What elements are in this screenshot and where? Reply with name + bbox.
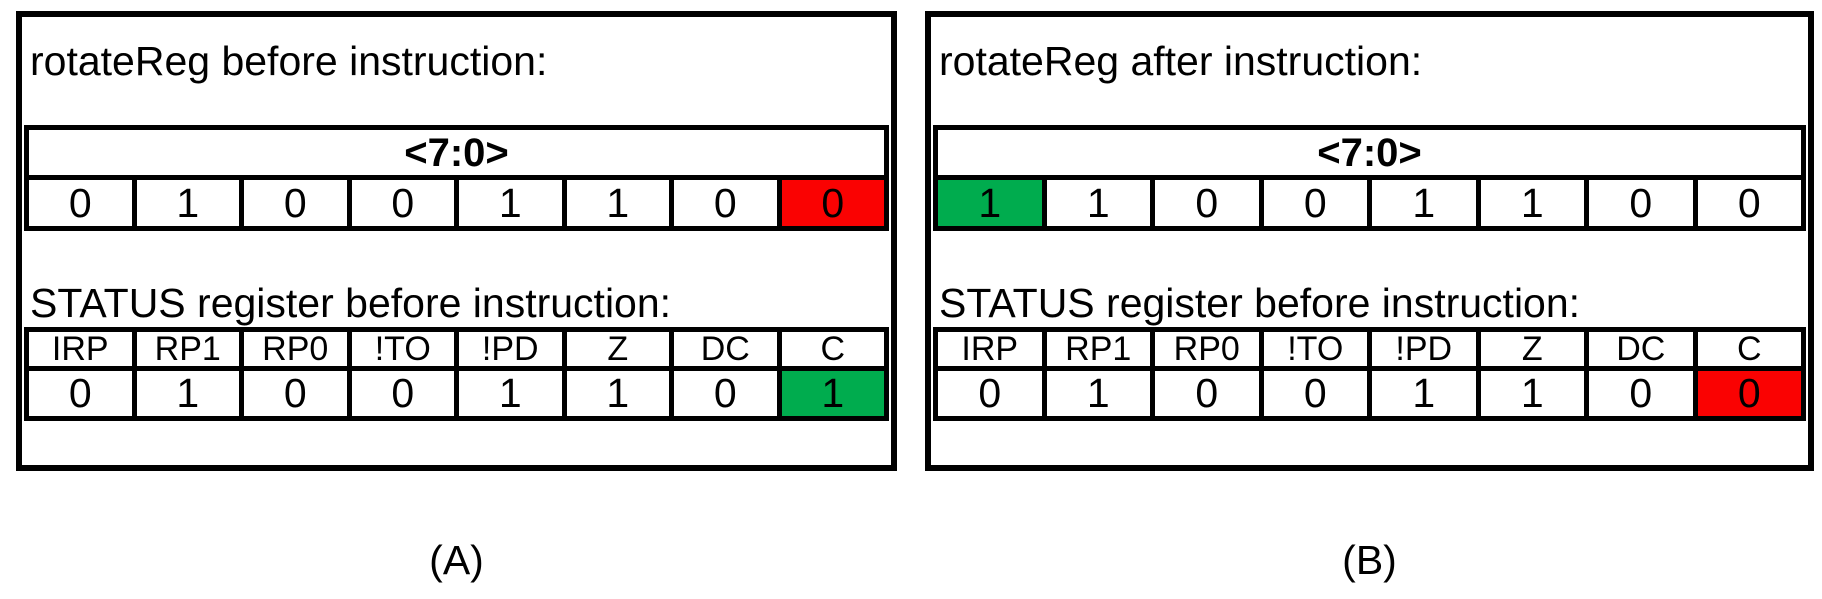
status-bit-cell: 0: [346, 366, 459, 421]
rotatereg-title: rotateReg after instruction:: [939, 38, 1423, 84]
status-bits-row: 0 1 0 0 1 1 0 0: [933, 366, 1806, 421]
bit-cell: 1: [131, 175, 244, 231]
bit-cell: 0: [1584, 175, 1698, 231]
caption-a: (A): [429, 537, 484, 583]
rotatereg-bits-row: 1 1 0 0 1 1 0 0: [933, 175, 1806, 231]
status-header-cell: DC: [1584, 327, 1698, 371]
status-bit-cell: 1: [1367, 366, 1481, 421]
bit-cell: 1: [1041, 175, 1155, 231]
bit-range-label: <7:0>: [933, 125, 1806, 180]
bit-cell: 1: [561, 175, 674, 231]
rotatereg-title: rotateReg before instruction:: [30, 38, 548, 84]
bit-cell: 0: [239, 175, 352, 231]
bit-range-row: <7:0>: [24, 125, 889, 180]
status-bit-cell: 1: [1041, 366, 1155, 421]
status-header-cell: !PD: [454, 327, 567, 371]
status-bit-cell: 1: [454, 366, 567, 421]
status-bit-cell: 0: [669, 366, 782, 421]
status-bit-cell-highlighted: 1: [776, 366, 889, 421]
rotatereg-table: <7:0> 1 1 0 0 1 1 0 0: [933, 125, 1806, 231]
status-bit-cell: 0: [1150, 366, 1264, 421]
status-header-row: IRP RP1 RP0 !TO !PD Z DC C: [933, 327, 1806, 371]
bit-range-label: <7:0>: [24, 125, 889, 180]
status-table: IRP RP1 RP0 !TO !PD Z DC C 0 1 0 0 1 1 0: [933, 327, 1806, 421]
bit-cell: 0: [1150, 175, 1264, 231]
status-header-cell: RP1: [1041, 327, 1155, 371]
status-header-row: IRP RP1 RP0 !TO !PD Z DC C: [24, 327, 889, 371]
status-bit-cell: 0: [24, 366, 137, 421]
status-header-cell: IRP: [933, 327, 1047, 371]
status-bit-cell: 0: [933, 366, 1047, 421]
status-header-cell: RP0: [1150, 327, 1264, 371]
status-bits-row: 0 1 0 0 1 1 0 1: [24, 366, 889, 421]
bit-cell-highlighted: 1: [933, 175, 1047, 231]
rotatereg-table: <7:0> 0 1 0 0 1 1 0 0: [24, 125, 889, 231]
status-header-cell: C: [1692, 327, 1806, 371]
status-header-cell: Z: [561, 327, 674, 371]
bit-cell: 0: [24, 175, 137, 231]
caption-b: (B): [1342, 537, 1397, 583]
status-header-cell: DC: [669, 327, 782, 371]
rotatereg-bits-row: 0 1 0 0 1 1 0 0: [24, 175, 889, 231]
status-title: STATUS register before instruction:: [30, 280, 672, 326]
bit-cell: 0: [1258, 175, 1372, 231]
status-header-cell: C: [776, 327, 889, 371]
status-header-cell: !TO: [1258, 327, 1372, 371]
bit-cell: 0: [1692, 175, 1806, 231]
status-bit-cell: 1: [1475, 366, 1589, 421]
status-bit-cell: 0: [239, 366, 352, 421]
status-bit-cell-highlighted: 0: [1692, 366, 1806, 421]
bit-cell: 0: [346, 175, 459, 231]
bit-cell: 1: [454, 175, 567, 231]
bit-cell: 1: [1367, 175, 1481, 231]
status-header-cell: Z: [1475, 327, 1589, 371]
status-header-cell: !TO: [346, 327, 459, 371]
status-bit-cell: 0: [1584, 366, 1698, 421]
bit-cell-highlighted: 0: [776, 175, 889, 231]
status-bit-cell: 1: [131, 366, 244, 421]
status-header-cell: RP0: [239, 327, 352, 371]
bit-range-row: <7:0>: [933, 125, 1806, 180]
bit-cell: 1: [1475, 175, 1589, 231]
status-header-cell: IRP: [24, 327, 137, 371]
status-header-cell: !PD: [1367, 327, 1481, 371]
status-header-cell: RP1: [131, 327, 244, 371]
status-bit-cell: 0: [1258, 366, 1372, 421]
status-title: STATUS register before instruction:: [939, 280, 1581, 326]
status-table: IRP RP1 RP0 !TO !PD Z DC C 0 1 0 0 1 1 0: [24, 327, 889, 421]
status-bit-cell: 1: [561, 366, 674, 421]
panel-before: rotateReg before instruction: <7:0> 0 1 …: [16, 11, 897, 471]
panel-after: rotateReg after instruction: <7:0> 1 1 0…: [925, 11, 1814, 471]
bit-cell: 0: [669, 175, 782, 231]
